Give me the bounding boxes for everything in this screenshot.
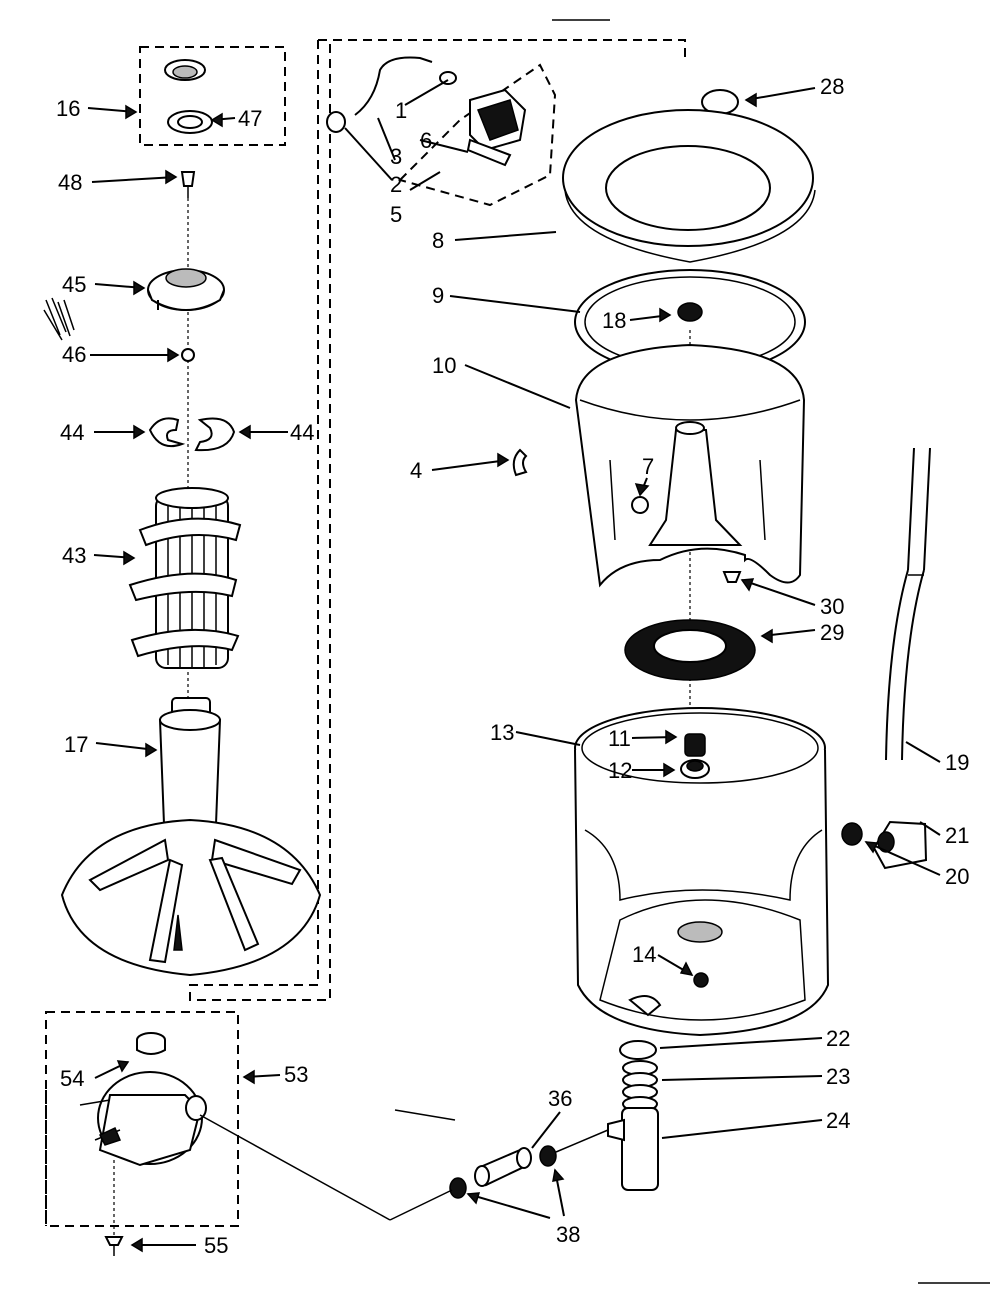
callout-21: 21 — [945, 823, 969, 848]
callout-46: 46 — [62, 342, 86, 367]
agitator-barrel-part — [128, 300, 242, 669]
callout-48: 48 — [58, 170, 82, 195]
screw-part-30 — [722, 571, 742, 583]
agitator-cap-part — [164, 59, 206, 81]
callout-4: 4 — [410, 458, 422, 483]
callout-55: 55 — [204, 1233, 228, 1258]
callout-12: 12 — [608, 758, 632, 783]
callout-6: 6 — [420, 128, 432, 153]
hose-to-tee-line — [555, 1129, 609, 1153]
cap-assembly-box — [139, 46, 286, 146]
drain-tee-part — [607, 1107, 659, 1191]
callout-23: 23 — [826, 1064, 850, 1089]
seal-part-20 — [841, 822, 863, 846]
nut-part-12 — [680, 759, 710, 779]
callout-47: 47 — [238, 106, 262, 131]
callout-2: 2 — [390, 172, 402, 197]
callout-3: 3 — [390, 144, 402, 169]
callout-10: 10 — [432, 353, 456, 378]
callout-54: 54 — [60, 1066, 84, 1091]
clamp-part-2 — [326, 111, 346, 133]
nut-part-18 — [677, 302, 703, 322]
callout-29: 29 — [820, 620, 844, 645]
plug-part-14 — [693, 972, 709, 988]
seal-part-29 — [624, 619, 756, 681]
pump-assembly-box — [45, 1011, 239, 1227]
callout-20: 20 — [945, 864, 969, 889]
callout-7: 7 — [642, 454, 654, 479]
callout-16: 16 — [56, 96, 80, 121]
agitator-group-frame — [189, 39, 686, 1001]
callout-44-left: 44 — [60, 420, 84, 445]
callout-11: 11 — [608, 726, 631, 751]
dog-part-right — [194, 417, 236, 452]
callout-24: 24 — [826, 1108, 850, 1133]
drain-bellows-part — [622, 1060, 658, 1112]
basket-part — [574, 343, 806, 588]
callout-9: 9 — [432, 283, 444, 308]
callout-45: 45 — [62, 272, 86, 297]
leader-lines — [87, 79, 941, 1253]
dryer-clip-part — [512, 448, 528, 477]
callout-44-right: 44 — [290, 420, 314, 445]
bearing-part-11 — [684, 733, 706, 757]
callout-17: 17 — [64, 732, 88, 757]
callout-8: 8 — [432, 228, 444, 253]
stray-mark-line — [394, 1109, 456, 1121]
washer-part-46 — [181, 348, 195, 362]
outlet-fitting-part — [872, 820, 928, 870]
pump-screw-part — [104, 1236, 124, 1256]
brush-debris-part — [43, 297, 75, 341]
drain-seal-part — [619, 1040, 657, 1060]
hose-part — [354, 56, 457, 116]
hose-clamp-part-left — [449, 1177, 467, 1199]
callout-13: 13 — [490, 720, 514, 745]
callout-30: 30 — [820, 594, 844, 619]
switch-bracket-part — [398, 63, 557, 207]
cap-screw-part — [180, 171, 196, 198]
callout-22: 22 — [826, 1026, 850, 1051]
hose-to-clamp-line — [389, 1189, 453, 1221]
dog-part-left — [148, 417, 186, 448]
vent-hose-part — [885, 447, 931, 761]
callout-18: 18 — [602, 308, 626, 333]
screw-part-7 — [631, 496, 649, 514]
connector-hose-part — [474, 1147, 532, 1187]
pump-part — [79, 1071, 207, 1167]
callout-19: 19 — [945, 750, 969, 775]
callout-1: 1 — [395, 98, 407, 123]
callout-38: 38 — [556, 1222, 580, 1247]
callout-43: 43 — [62, 543, 86, 568]
callout-28: 28 — [820, 74, 844, 99]
pump-cap-part — [136, 1032, 166, 1055]
callout-36: 36 — [548, 1086, 572, 1111]
callout-14: 14 — [632, 942, 656, 967]
pump-to-hose-line — [199, 1114, 391, 1221]
hose-clamp-part-right — [539, 1145, 557, 1167]
cap-seal-ring-part — [167, 110, 213, 134]
agitator-cam-part — [147, 268, 225, 311]
agitator-base-part — [60, 697, 322, 977]
callout-53: 53 — [284, 1062, 308, 1087]
tub-ring-part — [562, 109, 816, 263]
callout-5: 5 — [390, 202, 402, 227]
